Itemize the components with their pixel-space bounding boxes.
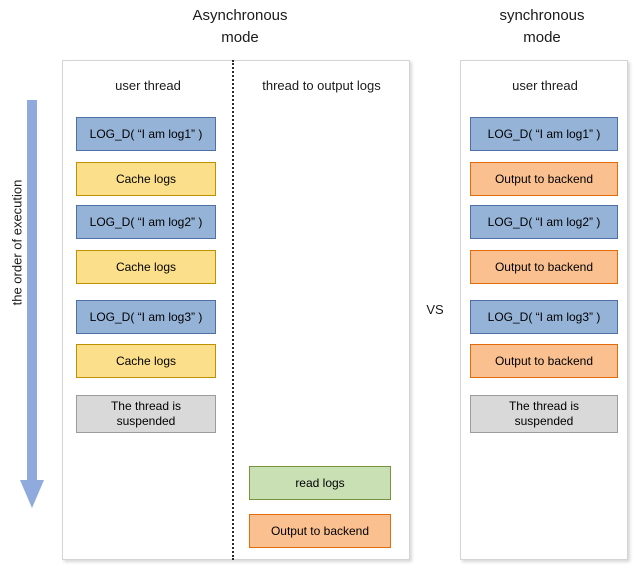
execution-order-arrow-icon — [20, 100, 44, 510]
sync-step-thread-suspended[interactable]: The thread is suspended — [470, 395, 618, 433]
thread-divider — [232, 60, 234, 560]
sync-step-output-to-backend-3[interactable]: Output to backend — [470, 344, 618, 378]
sync-step-output-to-backend-2[interactable]: Output to backend — [470, 250, 618, 284]
execution-order-label: the order of execution — [9, 179, 25, 306]
async-step-cache-logs-2[interactable]: Cache logs — [76, 250, 216, 284]
sync-user-thread-header: user thread — [512, 78, 578, 93]
arrow-shaft — [27, 100, 37, 482]
arrow-head — [20, 480, 44, 508]
async-step-output-to-backend[interactable]: Output to backend — [249, 514, 391, 548]
versus-label: VS — [426, 302, 444, 317]
sync-step-log2[interactable]: LOG_D( “I am log2” ) — [470, 205, 618, 239]
sync-step-output-to-backend-1[interactable]: Output to backend — [470, 162, 618, 196]
async-mode-title: Asynchronous mode — [192, 7, 288, 46]
async-step-cache-logs-3[interactable]: Cache logs — [76, 344, 216, 378]
async-step-cache-logs-1[interactable]: Cache logs — [76, 162, 216, 196]
async-output-thread-header: thread to output logs — [262, 78, 381, 93]
async-step-read-logs[interactable]: read logs — [249, 466, 391, 500]
async-step-log1[interactable]: LOG_D( “I am log1” ) — [76, 117, 216, 151]
async-user-thread-header: user thread — [115, 78, 181, 93]
sync-mode-title: synchronous mode — [499, 7, 585, 46]
async-step-log2[interactable]: LOG_D( “I am log2” ) — [76, 205, 216, 239]
async-step-thread-suspended[interactable]: The thread is suspended — [76, 395, 216, 433]
sync-step-log3[interactable]: LOG_D( “I am log3” ) — [470, 300, 618, 334]
async-step-log3[interactable]: LOG_D( “I am log3” ) — [76, 300, 216, 334]
sync-step-log1[interactable]: LOG_D( “I am log1” ) — [470, 117, 618, 151]
